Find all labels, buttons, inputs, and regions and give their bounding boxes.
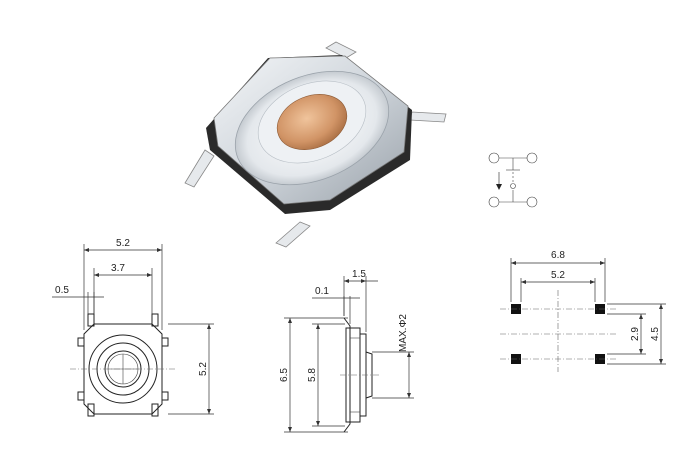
lead-bottom xyxy=(275,221,311,248)
dim-pad-row-inner: 2.9 xyxy=(630,327,641,341)
top-view: 5.2 3.7 0.5 5.2 xyxy=(52,238,214,417)
terminal-3 xyxy=(488,196,500,208)
switch-photo xyxy=(184,41,447,248)
dim-side-lead: 0.1 xyxy=(315,286,329,297)
terminal-2 xyxy=(526,152,538,164)
switch-schematic-symbol xyxy=(488,152,538,208)
dim-pad-pitch-inner: 5.2 xyxy=(551,270,565,281)
dim-pad-pitch-outer: 6.8 xyxy=(551,250,565,261)
dim-actuator-max: MAX.Φ2 xyxy=(398,314,409,352)
actuator-button xyxy=(276,94,348,150)
dim-pad-row-outer: 4.5 xyxy=(650,327,661,341)
side-lead-profile xyxy=(343,317,351,433)
dim-top-width: 5.2 xyxy=(116,238,130,249)
pcb-footprint: 6.8 5.2 2.9 4.5 xyxy=(500,250,666,372)
dim-side-body: 5.8 xyxy=(307,368,318,382)
dim-top-height: 5.2 xyxy=(198,362,209,376)
side-view: 6.5 5.8 1.5 0.1 MAX.Φ2 xyxy=(279,269,414,433)
lead-left xyxy=(184,149,215,188)
side-actuator xyxy=(365,351,373,399)
dim-body-width: 3.7 xyxy=(111,263,125,274)
terminal-4 xyxy=(526,196,538,208)
dim-side-overall: 6.5 xyxy=(279,368,290,382)
dim-side-top: 1.5 xyxy=(352,269,366,280)
terminal-1 xyxy=(488,152,500,164)
dim-lead-width: 0.5 xyxy=(55,285,69,296)
top-view-body xyxy=(83,323,163,415)
lead-right xyxy=(409,111,447,123)
